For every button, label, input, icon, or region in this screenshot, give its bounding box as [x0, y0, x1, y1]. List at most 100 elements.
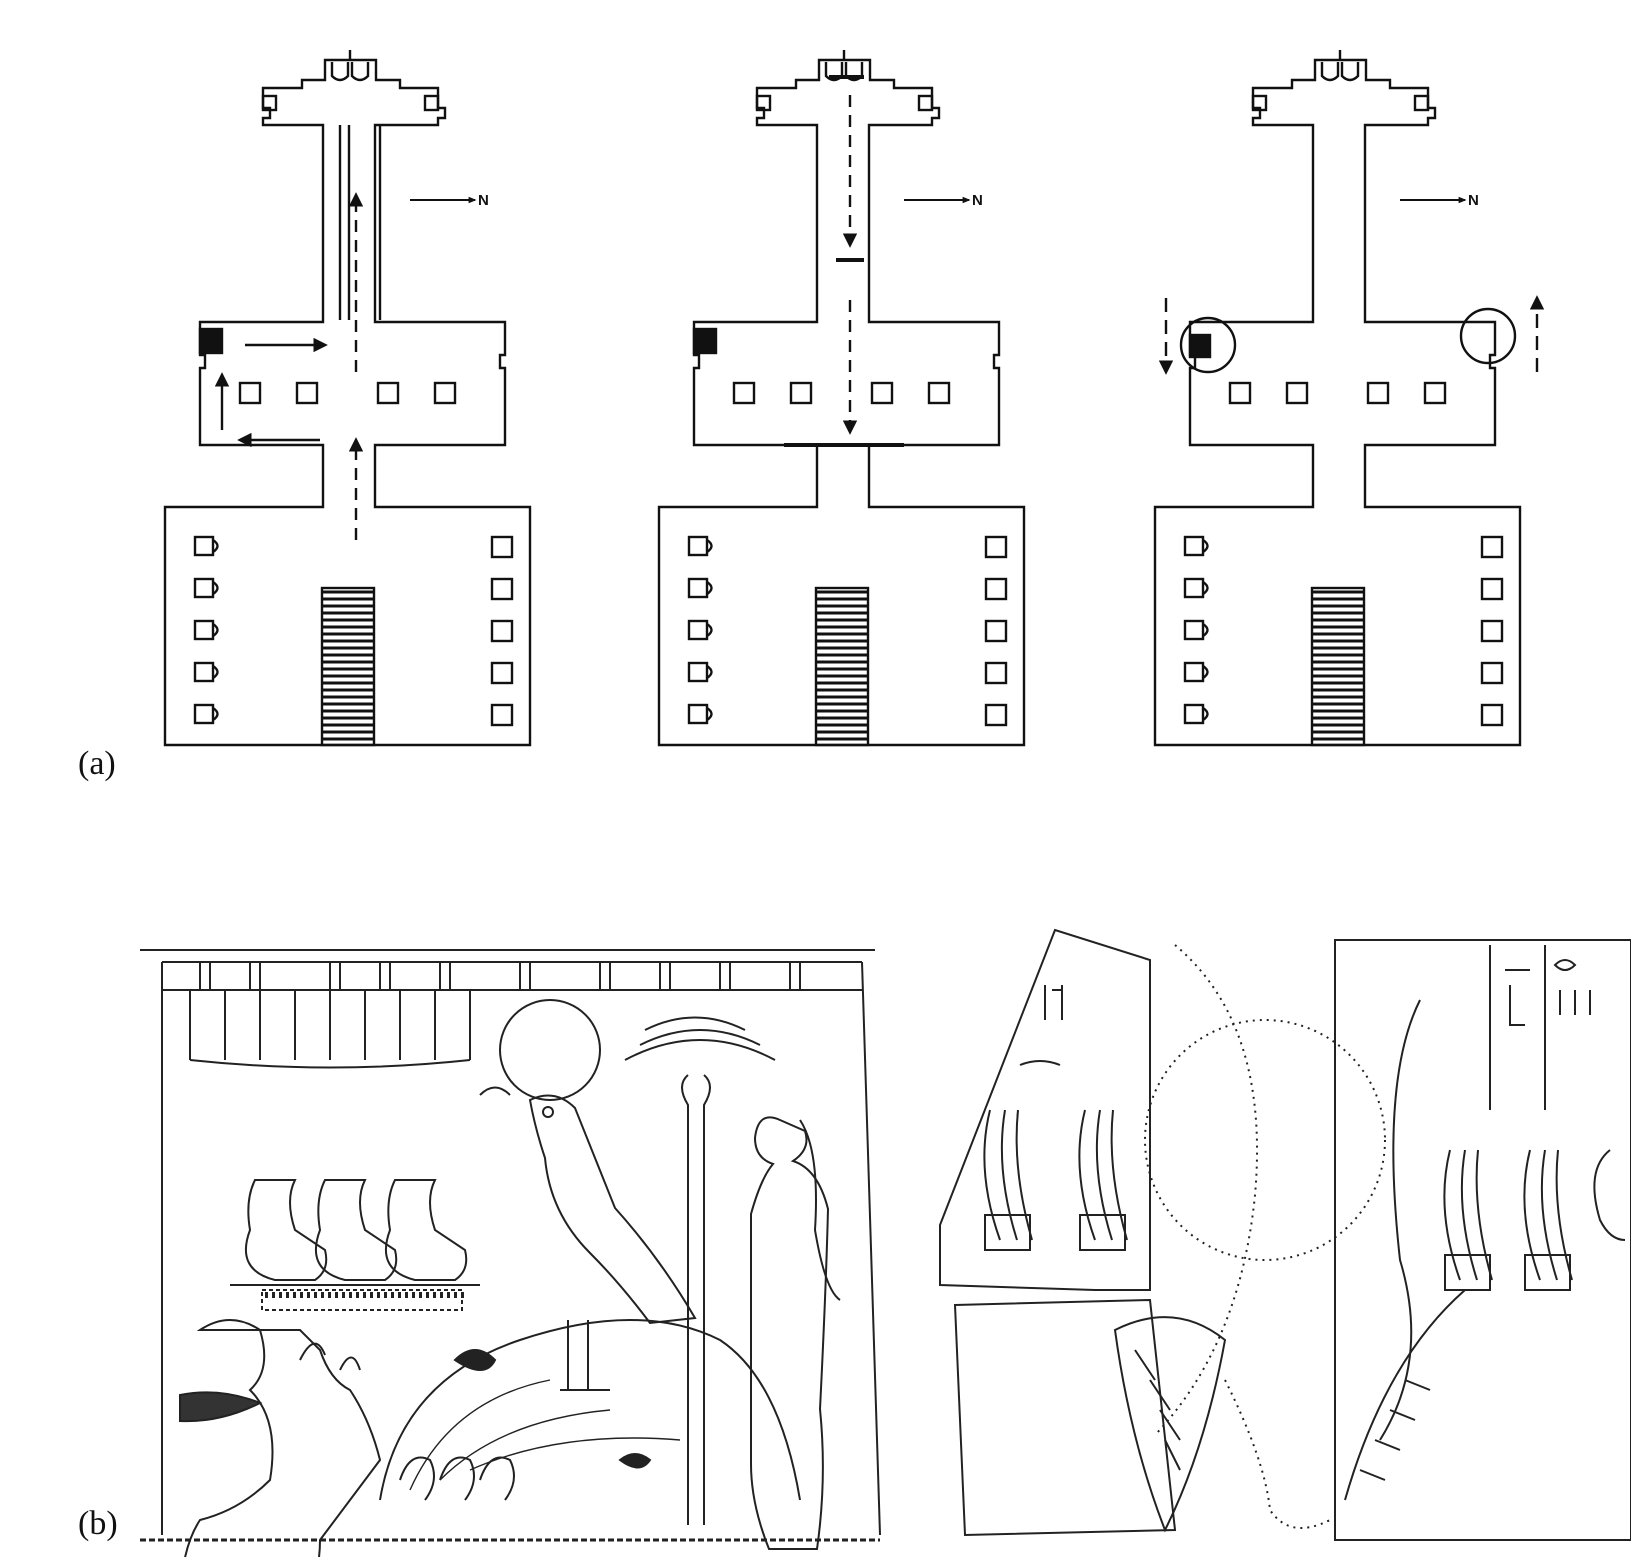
- wing-right-feathers: [1359, 1379, 1431, 1481]
- court-pillar-left: [1183, 535, 1205, 557]
- court-statue: [706, 581, 713, 595]
- papyrus-umbel: [624, 1016, 776, 1061]
- kneeling-king: [183, 1319, 382, 1562]
- court-statue: [706, 539, 713, 553]
- hall-pillar: [433, 381, 457, 405]
- highlight-circle-left: [1179, 316, 1237, 374]
- papyrus-staff: [681, 1074, 711, 1525]
- adoring-figures: [399, 1456, 515, 1501]
- falcon-legs: [560, 1320, 610, 1391]
- wing-left-feathers: [1134, 1349, 1181, 1471]
- column-glyphs-frame: [1489, 945, 1546, 1110]
- panel-label-b: (b): [78, 1505, 118, 1542]
- canopy-panels: [189, 990, 471, 1069]
- panel-label-a: (a): [78, 745, 116, 782]
- wristbands-right: [1444, 1254, 1571, 1291]
- uraeus: [479, 1086, 511, 1096]
- court-statue: [1202, 707, 1209, 721]
- shrine-block: [692, 327, 718, 355]
- court-pillar-right: [984, 619, 1008, 643]
- court-statue: [212, 539, 219, 553]
- court-statue: [212, 623, 219, 637]
- court-pillar-left: [687, 577, 709, 599]
- court-pillar-right: [1480, 619, 1504, 643]
- falcon-eye: [542, 1106, 554, 1118]
- face-profile: [1593, 1149, 1626, 1241]
- hand-right-1: [1443, 1149, 1493, 1281]
- fragment-bird-glyph: [1019, 1060, 1061, 1066]
- court-statue: [706, 623, 713, 637]
- court-pillar-right: [490, 661, 514, 685]
- temple-plan-3: N: [1153, 50, 1545, 747]
- relief-drawing-left: [140, 949, 881, 1562]
- hall-pillar: [732, 381, 756, 405]
- court-ramp: [320, 586, 376, 747]
- hall-pillar: [870, 381, 894, 405]
- hall-pillar: [1228, 381, 1252, 405]
- hall-pillar: [789, 381, 813, 405]
- wristbands-left: [984, 1214, 1126, 1251]
- court-pillar-left: [193, 661, 215, 683]
- reconstructed-line: [1154, 944, 1259, 1436]
- court-pillar-right: [984, 661, 1008, 685]
- court-pillar-right: [1480, 535, 1504, 559]
- court-pillar-right: [984, 703, 1008, 727]
- court-statue: [1202, 539, 1209, 553]
- reconstructed-head: [1224, 1379, 1331, 1529]
- goddess-wig: [799, 1119, 841, 1301]
- court-pillar-left: [687, 619, 709, 641]
- fragment-left-lower: [953, 1298, 1177, 1537]
- sanctuary-niches: [1320, 62, 1360, 82]
- mound-lines: [409, 1379, 681, 1491]
- hall-pillar: [238, 381, 262, 405]
- court-pillar-left: [193, 535, 215, 557]
- temple-plan-1: N: [163, 50, 532, 747]
- court-pillar-left: [193, 703, 215, 725]
- hall-pillar: [1423, 381, 1447, 405]
- court-ramp: [814, 586, 870, 747]
- court-pillar-left: [687, 661, 709, 683]
- court-pillar-left: [687, 703, 709, 725]
- side-chapel-left: [755, 94, 772, 112]
- hand-left-1: [983, 1109, 1033, 1241]
- primordial-mound: [379, 1319, 801, 1501]
- court-pillar-left: [193, 619, 215, 641]
- court-statue: [706, 707, 713, 721]
- hall-pillar: [1366, 381, 1390, 405]
- side-chapel-left: [1251, 94, 1268, 112]
- court-pillar-left: [1183, 661, 1205, 683]
- fragment-right: [1334, 939, 1631, 1541]
- side-chapel-right: [423, 94, 440, 112]
- hall-pillar: [295, 381, 319, 405]
- goddess-figure: [750, 1116, 830, 1550]
- court-pillar-left: [1183, 619, 1205, 641]
- court-pillar-right: [984, 577, 1008, 601]
- falcon-body: [528, 1094, 697, 1325]
- hand-right-2: [1523, 1149, 1573, 1281]
- court-statue: [1202, 581, 1209, 595]
- court-pillar-right: [490, 703, 514, 727]
- court-pillar-left: [687, 535, 709, 557]
- court-statue: [1202, 665, 1209, 679]
- damage-patch: [453, 1349, 652, 1469]
- court-statue: [212, 581, 219, 595]
- court-statue: [1202, 623, 1209, 637]
- shrine-block: [198, 327, 224, 355]
- side-chapel-right: [1413, 94, 1430, 112]
- hall-pillar: [376, 381, 400, 405]
- fragment-left-upper: [939, 928, 1151, 1291]
- court-pillar-left: [1183, 577, 1205, 599]
- side-chapel-right: [917, 94, 934, 112]
- corridor-lines: [338, 125, 382, 320]
- wing-curve-right: [1379, 999, 1421, 1441]
- frieze-ticks: [199, 962, 801, 990]
- north-label: N: [478, 192, 489, 209]
- temple-plan-2: N: [657, 50, 1026, 747]
- sun-disc: [499, 999, 601, 1101]
- court-pillar-right: [490, 577, 514, 601]
- court-pillar-right: [984, 535, 1008, 559]
- hall-pillar: [1285, 381, 1309, 405]
- baboon-register: [230, 1179, 480, 1311]
- court-pillar-right: [1480, 703, 1504, 727]
